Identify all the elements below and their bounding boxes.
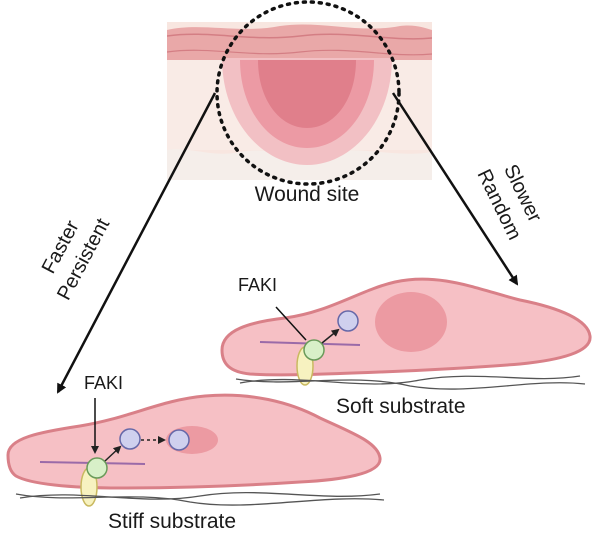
soft-fiber-2	[235, 378, 586, 390]
epidermis-line	[167, 33, 432, 40]
wound-site-label: Wound site	[255, 183, 360, 206]
skin-section	[167, 22, 432, 180]
basal-line	[167, 49, 432, 56]
stiff-activation-arrow	[104, 445, 122, 462]
soft-faki-pointer	[275, 306, 307, 341]
soft-target-protein	[337, 310, 359, 332]
stiff-substrate-cell	[6, 393, 385, 507]
stiff-target-protein-1	[119, 428, 141, 450]
magnify-circle	[215, 0, 401, 186]
faki-soft-label: FAKI	[238, 275, 277, 295]
soft-substrate-label: Soft substrate	[336, 395, 466, 418]
soft-fiber-1	[239, 375, 581, 385]
left-arrow-labels: Faster Persistent	[38, 215, 115, 304]
soft-activation-arrow	[321, 328, 340, 344]
epidermis-band	[167, 24, 432, 60]
hypodermis-layer	[167, 149, 432, 180]
stiff-substrate-label: Stiff substrate	[108, 510, 236, 533]
stiff-fak-protein	[86, 457, 108, 479]
soft-nucleus	[375, 292, 447, 352]
left-arrow	[56, 92, 217, 394]
stiff-fiber-1	[19, 491, 381, 500]
right-arrow	[391, 92, 519, 286]
faki-stiff-label: FAKI	[84, 373, 123, 393]
wound-inner	[258, 60, 356, 128]
soft-substrate-cell	[220, 277, 592, 390]
stiff-target-protein-2	[168, 429, 190, 451]
right-arrow-labels: Slower Random	[473, 161, 546, 243]
soft-fak-protein	[303, 339, 325, 361]
stiff-fiber-2	[15, 493, 385, 506]
